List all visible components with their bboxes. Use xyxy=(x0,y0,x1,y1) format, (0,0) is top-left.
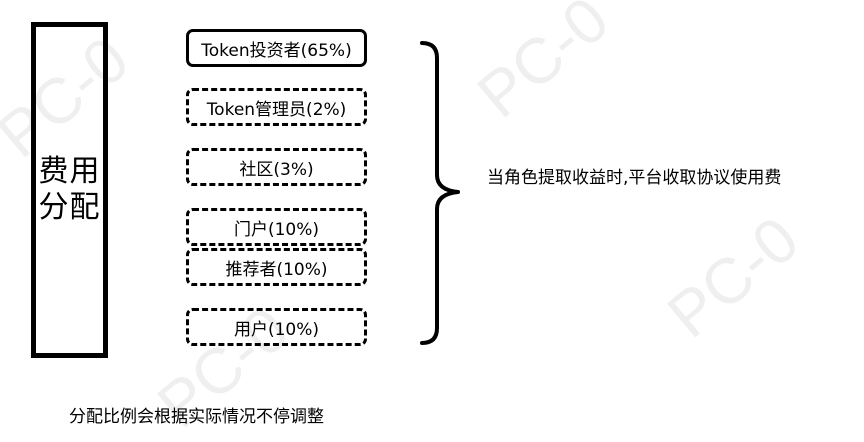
share-token-admin: Token管理员(2%) xyxy=(186,88,367,126)
watermark: PC-0 xyxy=(653,202,812,352)
watermark: PC-0 xyxy=(463,0,622,132)
share-portal: 门户(10%) xyxy=(186,208,367,246)
share-user: 用户(10%) xyxy=(186,308,367,346)
share-community: 社区(3%) xyxy=(186,148,367,186)
fee-allocation-title-box: 费用分配 xyxy=(31,22,108,358)
fee-allocation-title: 费用分配 xyxy=(38,154,101,225)
footer-note: 分配比例会根据实际情况不停调整 xyxy=(69,407,324,427)
curly-brace xyxy=(420,41,460,345)
fee-note: 当角色提取收益时,平台收取协议使用费 xyxy=(487,168,782,188)
share-referrer: 推荐者(10%) xyxy=(186,248,367,286)
share-token-investor: Token投资者(65%) xyxy=(186,29,367,67)
